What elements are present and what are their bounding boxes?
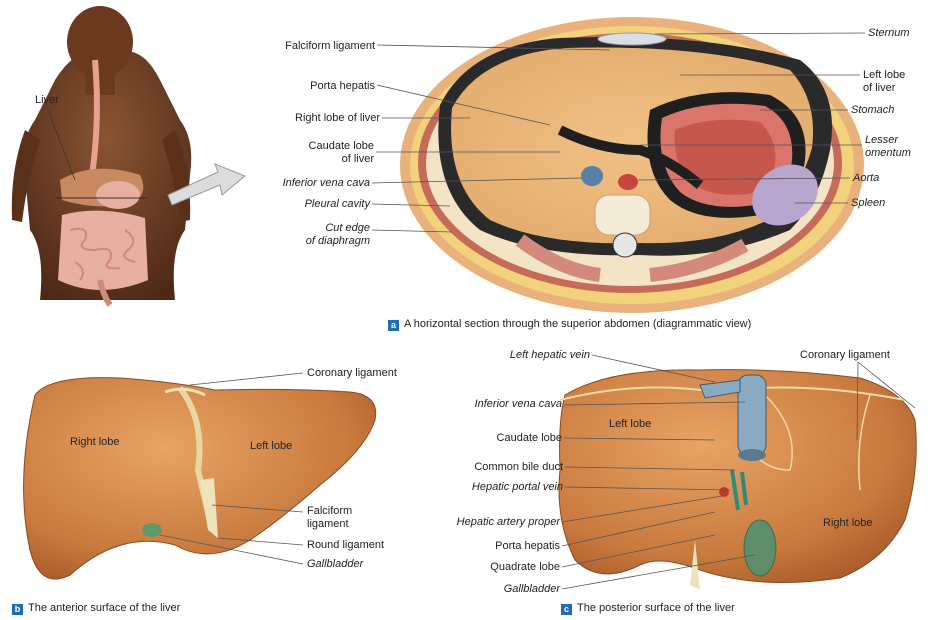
- caption-c-badge: c: [561, 604, 572, 615]
- label-hepatic-artery-proper: Hepatic artery proper: [420, 516, 560, 529]
- label-anterior-right-lobe: Right lobe: [70, 436, 120, 449]
- caption-b-badge: b: [12, 604, 23, 615]
- label-inferior-vena-cava: Inferior vena cava: [240, 177, 370, 190]
- label-left-hepatic-vein: Left hepatic vein: [430, 349, 590, 362]
- body-illustration: [12, 6, 191, 305]
- label-posterior-left-lobe: Left lobe: [609, 418, 651, 431]
- posterior-liver: [559, 370, 916, 590]
- label-stomach: Stomach: [851, 104, 894, 117]
- label-hepatic-portal-vein: Hepatic portal vein: [420, 481, 563, 494]
- body-liver-label: Liver: [35, 94, 59, 107]
- cross-section: [400, 17, 864, 313]
- label-lesser-omentum: Lesser omentum: [865, 134, 911, 160]
- label-falciform-ligament-b: Falciform ligament: [307, 505, 352, 531]
- label-gallbladder-b: Gallbladder: [307, 558, 363, 571]
- label-anterior-coronary-ligament: Coronary ligament: [307, 367, 397, 380]
- label-cut-edge-of-diaphragm: Cut edge of diaphragm: [240, 222, 370, 248]
- label-porta-hepatis: Porta hepatis: [250, 80, 375, 93]
- label-gallbladder-c: Gallbladder: [420, 583, 560, 596]
- label-common-bile-duct: Common bile duct: [420, 461, 563, 474]
- label-round-ligament: Round ligament: [307, 539, 384, 552]
- label-spleen: Spleen: [851, 197, 885, 210]
- label-falciform-ligament: Falciform ligament: [250, 40, 375, 53]
- label-left-lobe-of-liver: Left lobe of liver: [863, 69, 905, 95]
- label-posterior-coronary-ligament: Coronary ligament: [800, 349, 890, 362]
- label-quadrate-lobe: Quadrate lobe: [420, 561, 560, 574]
- label-caudate-lobe: Caudate lobe of liver: [250, 140, 374, 166]
- caption-a-badge: a: [388, 320, 399, 331]
- label-porta-hepatis-c: Porta hepatis: [420, 540, 560, 553]
- label-sternum: Sternum: [868, 27, 910, 40]
- label-posterior-right-lobe: Right lobe: [823, 517, 873, 530]
- label-anterior-left-lobe: Left lobe: [250, 440, 292, 453]
- label-pleural-cavity: Pleural cavity: [240, 198, 370, 211]
- label-caudate-lobe-c: Caudate lobe: [420, 432, 562, 445]
- label-aorta: Aorta: [853, 172, 879, 185]
- label-right-lobe-of-liver: Right lobe of liver: [250, 112, 380, 125]
- label-posterior-inferior-vena-cava: Inferior vena cava: [420, 398, 562, 411]
